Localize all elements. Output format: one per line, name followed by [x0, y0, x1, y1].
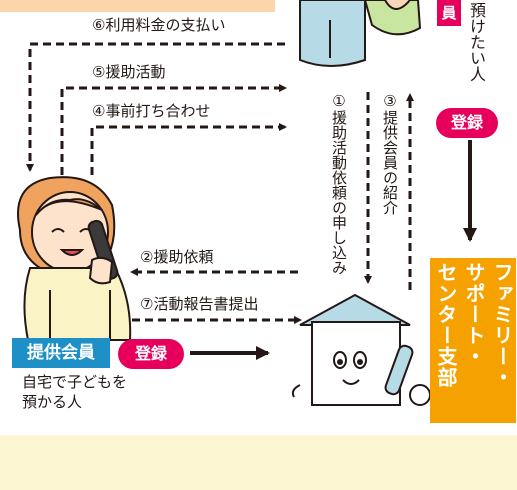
user-member-tag: 員 — [437, 0, 461, 26]
arrow-support-activity — [60, 84, 287, 175]
label-introduce-provider: ③提供会員の紹介 — [381, 92, 399, 215]
center-name-col2: サポート・ — [462, 262, 486, 367]
top-band — [0, 0, 275, 12]
label-activity-report: ⑦活動報告書提出 — [140, 295, 259, 313]
bottom-band — [0, 435, 517, 490]
user-member-caption: 預けたい人 — [467, 2, 486, 82]
center-house-phone-icon — [291, 293, 431, 406]
arrow-pre-meeting — [90, 123, 287, 175]
family-icon — [299, 0, 422, 67]
label-payment: ⑥利用料金の支払い — [92, 16, 226, 34]
provider-register-badge: 登録 — [118, 339, 184, 369]
label-support-activity: ⑤援助活動 — [92, 63, 166, 81]
center-name-col1: ファミリー・ — [490, 262, 514, 388]
provider-member-tag: 提供会員 — [12, 338, 110, 368]
center-name-col3: センター支部 — [434, 262, 458, 388]
family-support-center-box: ファミリー・ サポート・ センター支部 — [430, 258, 516, 423]
arrow-payment — [26, 42, 285, 172]
label-pre-meeting: ④事前打ち合わせ — [92, 102, 211, 120]
provider-caption-line2: 預かる人 — [22, 393, 83, 411]
label-support-request: ②援助依頼 — [140, 248, 214, 266]
label-apply-support: ①援助活動依頼の申し込み — [330, 92, 348, 275]
woman-phone-icon — [17, 176, 132, 341]
user-register-badge: 登録 — [436, 108, 498, 138]
provider-caption-line1: 自宅で子どもを — [22, 373, 128, 391]
